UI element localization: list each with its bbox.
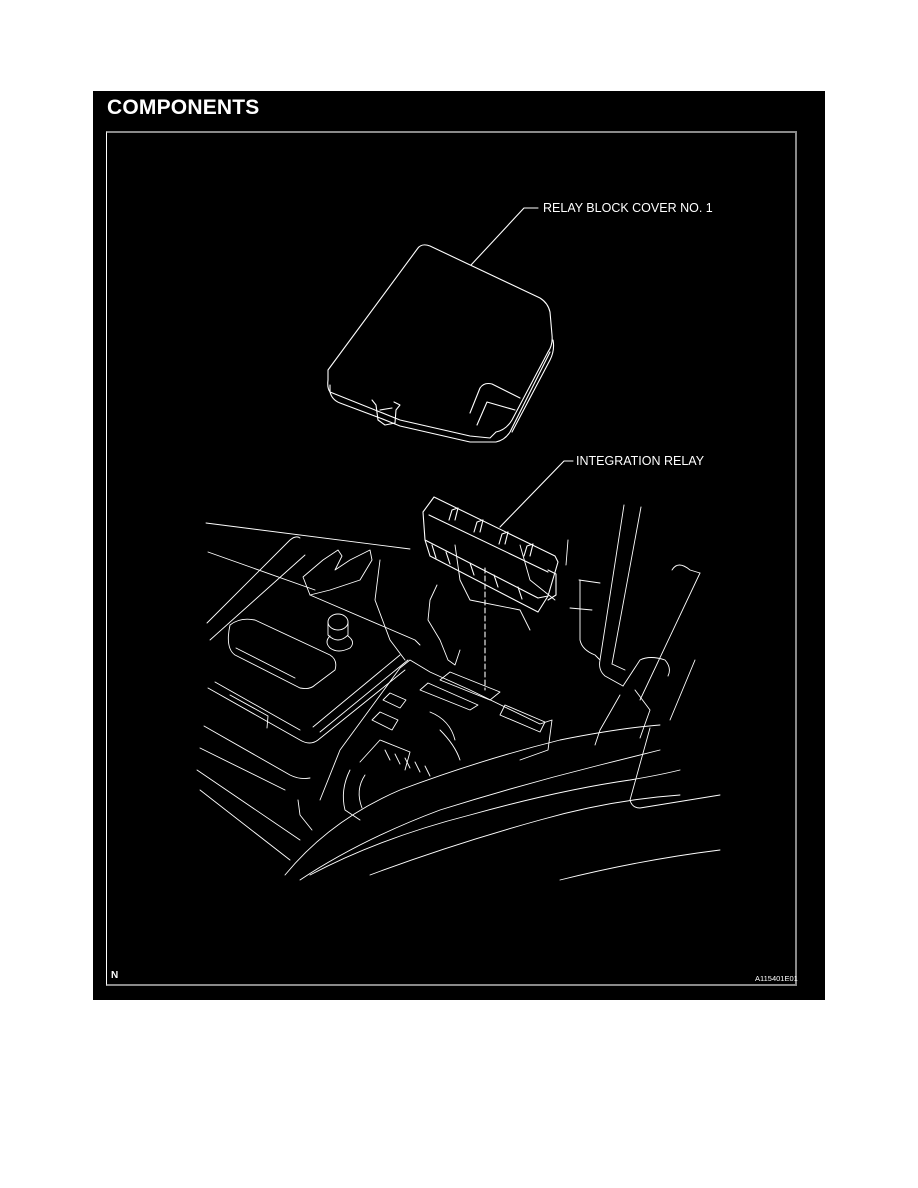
figure-id: A115401E01 [755, 974, 798, 983]
callout-relay-block-cover: RELAY BLOCK COVER NO. 1 [543, 201, 713, 215]
illustration-frame [106, 131, 797, 986]
section-title: COMPONENTS [107, 96, 260, 119]
components-panel: COMPONENTS [93, 91, 825, 1000]
callout-integration-relay: INTEGRATION RELAY [576, 454, 705, 468]
orientation-mark: N [111, 970, 119, 981]
